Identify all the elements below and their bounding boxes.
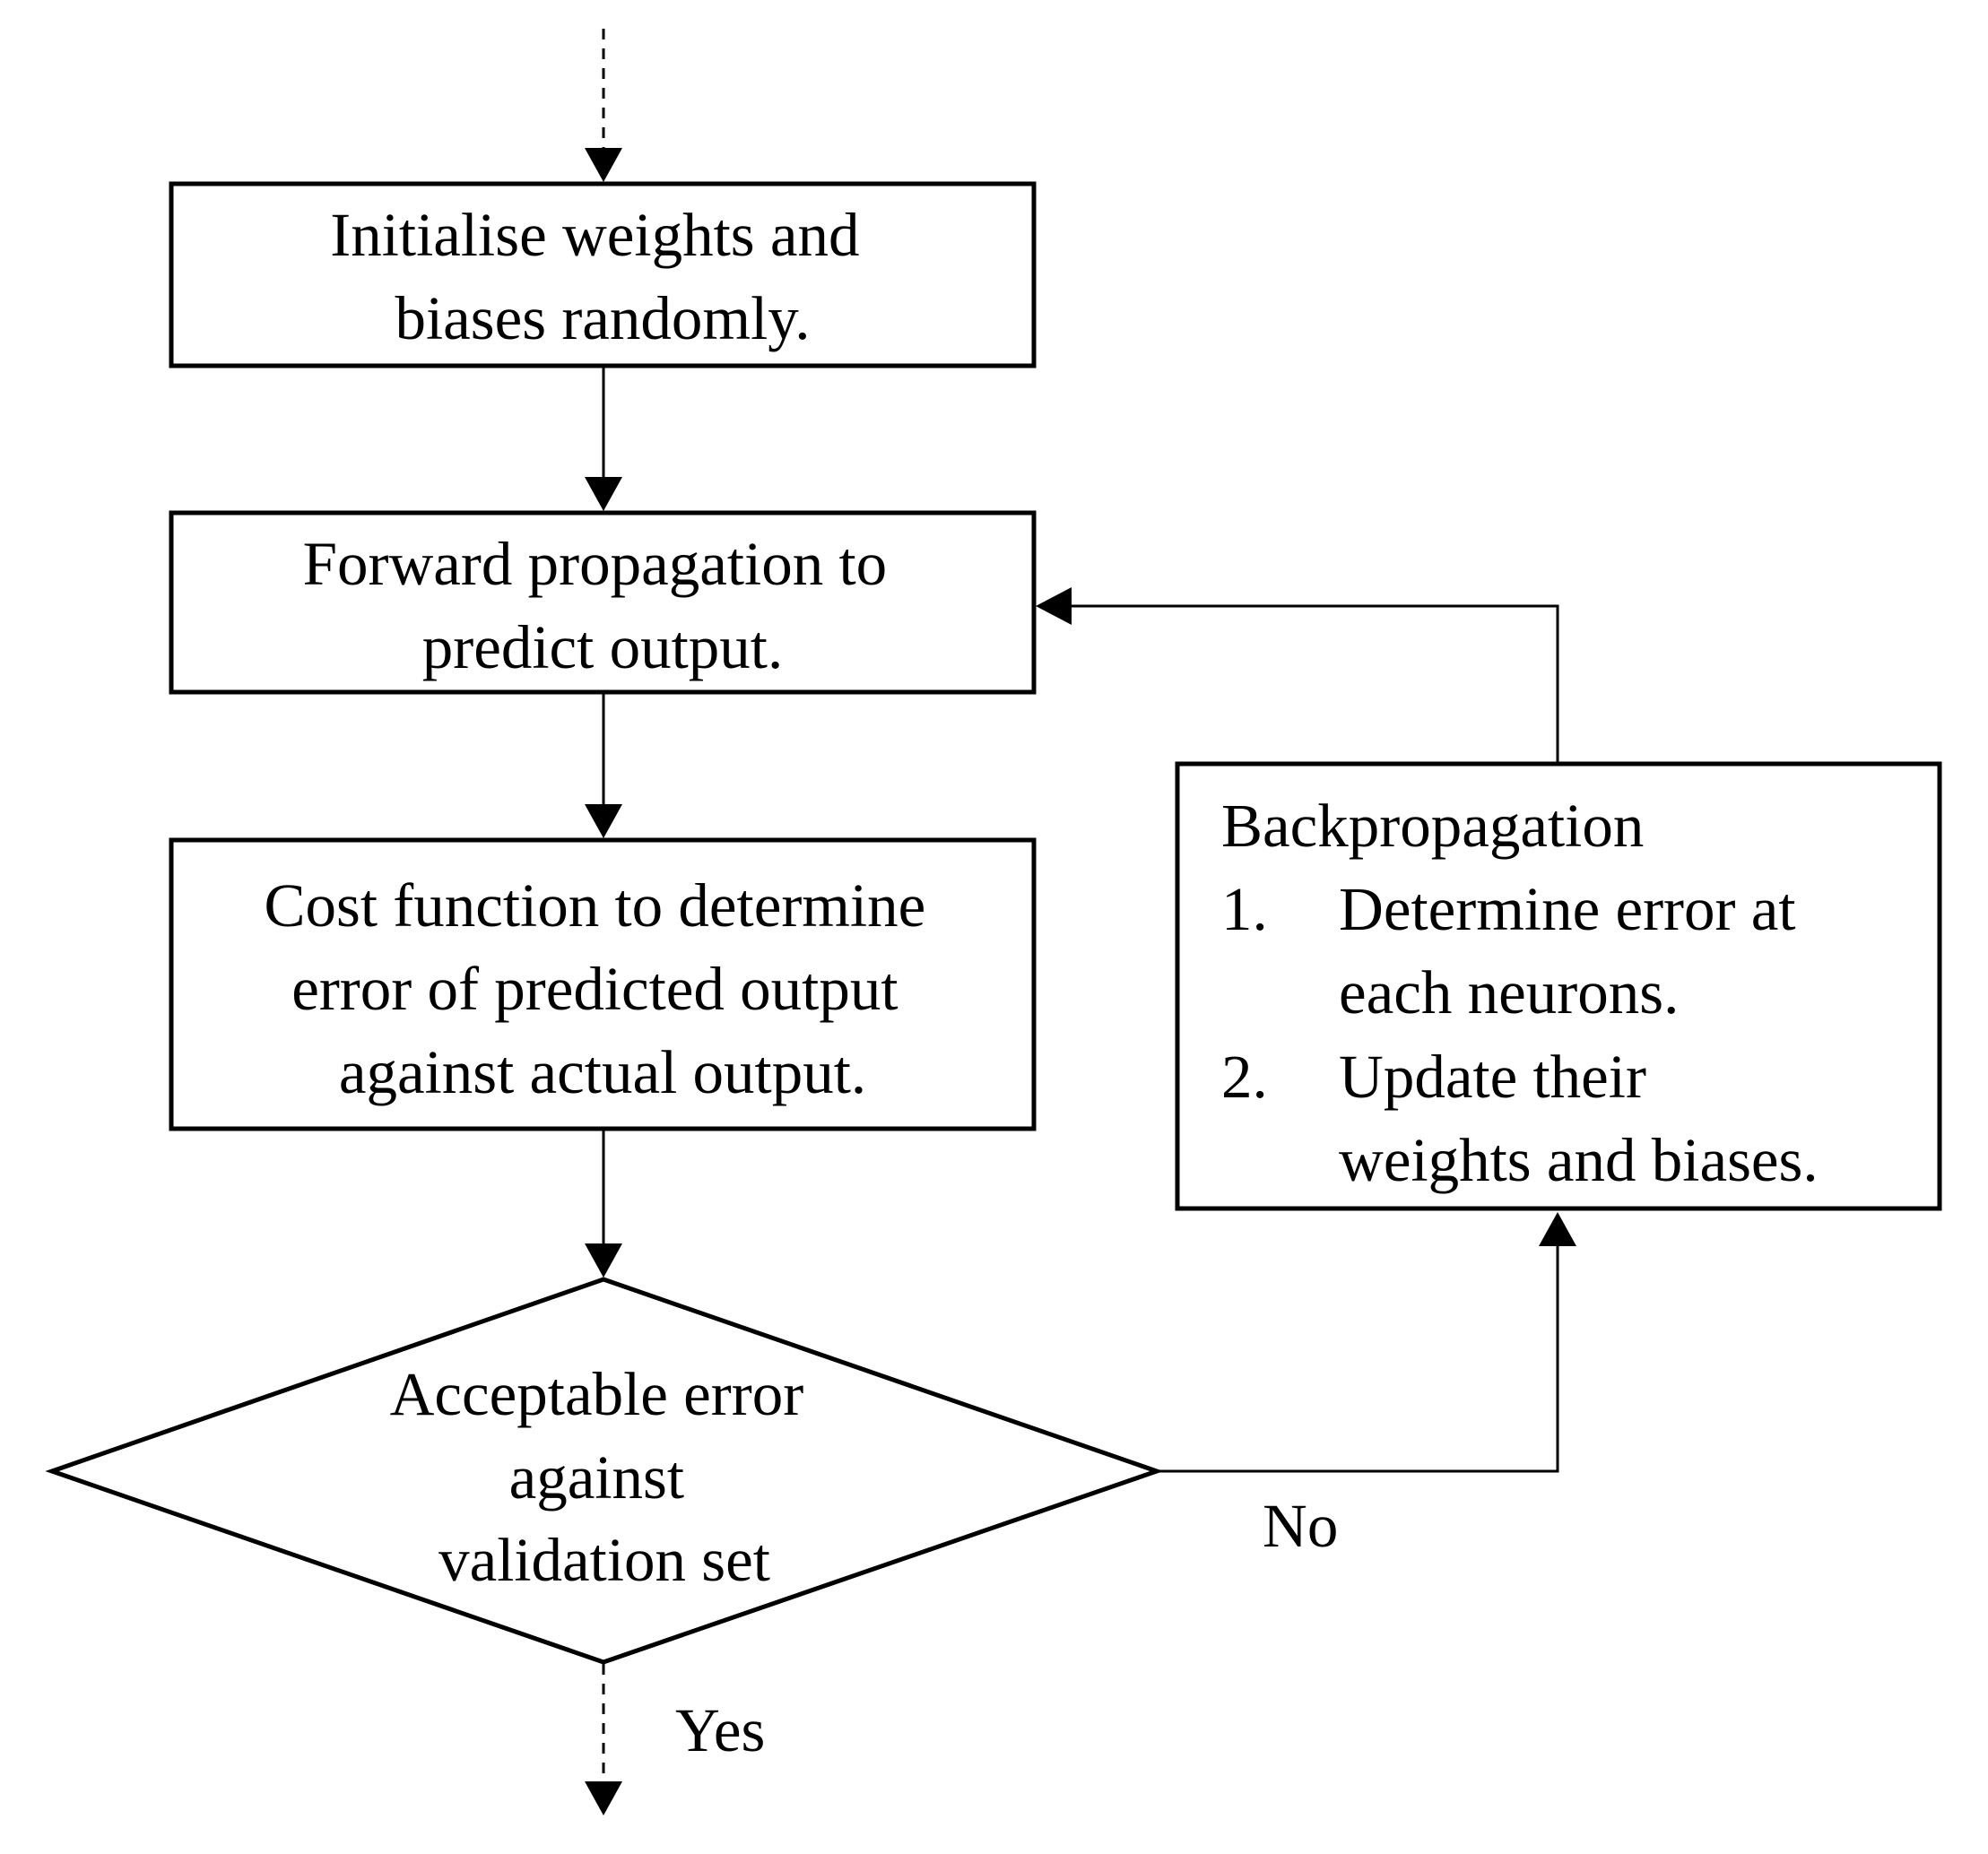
decision-text: Acceptable error against validation set (390, 1360, 820, 1594)
forward-line-1: Forward propagation to (303, 530, 888, 598)
backprop-step-1-line-2: each neurons. (1339, 958, 1679, 1027)
entry-edge (585, 29, 622, 182)
decision-line-3: validation set (438, 1526, 770, 1594)
backprop-step-1-line-1: Determine error at (1339, 875, 1796, 943)
initialise-node: Initialise weights and biases randomly. (169, 181, 1037, 368)
no-label: No (1263, 1492, 1338, 1560)
forward-node: Forward propagation to predict output. (169, 510, 1037, 695)
decision-line-2: against (509, 1443, 684, 1512)
initialise-line-2: biases randomly. (395, 284, 810, 352)
forward-text: Forward propagation to predict output. (303, 530, 903, 681)
initialise-text: Initialise weights and biases randomly. (330, 201, 874, 352)
cost-node: Cost function to determine error of pred… (169, 837, 1037, 1131)
backprop-text: Backpropagation 1. Determine error at ea… (1221, 792, 1819, 1194)
cost-line-3: against actual output. (339, 1038, 866, 1106)
cost-line-2: error of predicted output (291, 955, 898, 1023)
cost-text: Cost function to determine error of pred… (264, 871, 941, 1106)
cost-line-1: Cost function to determine (264, 871, 925, 940)
backprop-title: Backpropagation (1221, 792, 1644, 860)
backprop-step-2-line-1: Update their (1339, 1043, 1646, 1111)
edge-initialise-to-forward (585, 366, 622, 511)
decision-node: Acceptable error against validation set (45, 1277, 1164, 1665)
edge-decision-no: No (1157, 1212, 1576, 1560)
initialise-line-1: Initialise weights and (330, 201, 859, 269)
backprop-step-2-line-2: weights and biases. (1339, 1126, 1819, 1194)
yes-label: Yes (675, 1696, 765, 1764)
backprop-step-2-number: 2. (1221, 1043, 1268, 1111)
backprop-node: Backpropagation 1. Determine error at ea… (1175, 761, 1942, 1211)
forward-line-2: predict output. (422, 613, 783, 681)
edge-forward-to-cost (585, 692, 622, 838)
decision-line-1: Acceptable error (390, 1360, 804, 1428)
edge-decision-yes: Yes (585, 1664, 765, 1815)
backprop-step-1-number: 1. (1221, 875, 1268, 943)
edge-backprop-to-forward (1036, 587, 1559, 764)
edge-cost-to-decision (585, 1129, 622, 1278)
